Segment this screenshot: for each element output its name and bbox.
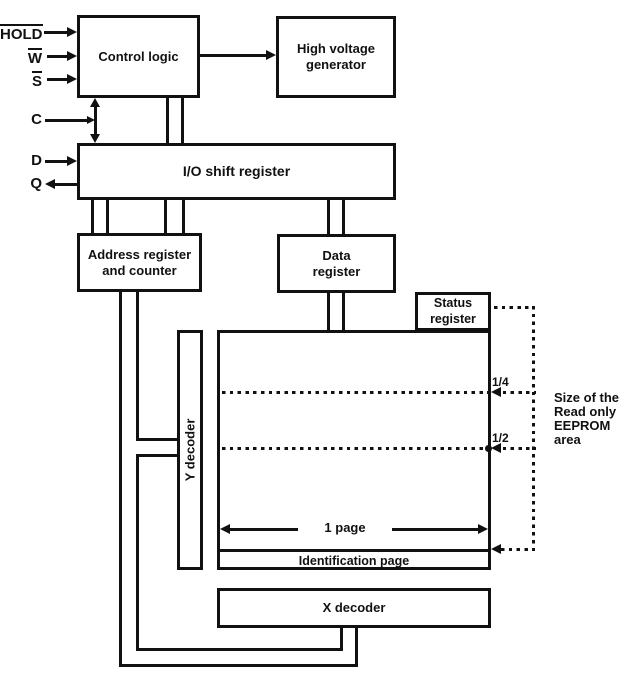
identification-page-label: Identification page	[298, 554, 410, 568]
status-register-label: Status register	[430, 296, 476, 326]
signal-c-wire	[45, 119, 89, 122]
io-shift-register-box: I/O shift register	[77, 143, 396, 200]
x-decoder-box: X decoder	[217, 588, 491, 628]
signal-s-label: S	[31, 71, 42, 90]
dotted-half-line	[222, 447, 536, 451]
signal-c-label: C	[31, 111, 42, 128]
one-page-label: 1 page	[324, 520, 366, 535]
signal-q-wire	[53, 183, 77, 186]
io-shift-register-label: I/O shift register	[182, 162, 291, 179]
y-decoder-label: Y decoder	[182, 418, 198, 482]
data-register-box: Data register	[277, 234, 396, 293]
c-bidirectional-wire	[94, 104, 97, 137]
c-up-arrowhead-icon	[90, 98, 100, 107]
c-down-arrowhead-icon	[90, 134, 100, 143]
bus-to-y-decoder-line	[136, 454, 177, 457]
identification-page-strip: Identification page	[220, 549, 488, 570]
bus-data-array-line	[327, 293, 330, 330]
bus-control-io-line	[166, 98, 169, 143]
address-register-box: Address register and counter	[77, 233, 202, 292]
dotted-bottom-line	[501, 548, 534, 552]
bus-io-address-line	[182, 200, 185, 233]
quarter-arrowhead-icon	[491, 387, 501, 397]
wire-control-to-hv	[200, 54, 268, 57]
data-register-label: Data register	[312, 247, 361, 279]
quarter-mark-label: 1/4	[492, 375, 509, 389]
bus-to-x-decoder-outer-stub	[355, 628, 358, 667]
address-register-label: Address register and counter	[87, 246, 192, 278]
one-page-wire	[228, 528, 298, 531]
signal-q-arrowhead-icon	[45, 179, 55, 189]
signal-hold-label: HOLD	[0, 24, 43, 43]
high-voltage-generator-box: High voltage generator	[276, 16, 396, 98]
signal-d-arrowhead-icon	[67, 156, 77, 166]
bus-to-x-decoder-inner-line	[136, 648, 343, 651]
one-page-right-arrowhead-icon	[478, 524, 488, 534]
signal-s-wire	[47, 78, 69, 81]
size-note-line: area	[554, 432, 581, 447]
bus-address-down-inner-line	[136, 454, 139, 651]
bus-data-array-line	[342, 293, 345, 330]
bus-to-x-decoder-outer-line	[119, 664, 358, 667]
high-voltage-generator-label: High voltage generator	[296, 41, 375, 72]
control-logic-label: Control logic	[98, 48, 179, 64]
dotted-vertical-line	[532, 306, 536, 552]
bus-io-data-line	[327, 200, 330, 234]
y-decoder-box: Y decoder	[177, 330, 203, 570]
control-logic-box: Control logic	[77, 15, 200, 98]
one-page-wire	[392, 528, 479, 531]
one-page-left-arrowhead-icon	[220, 524, 230, 534]
size-note-line: Read only	[554, 404, 617, 419]
half-arrowhead-icon	[491, 443, 501, 453]
signal-hold-arrowhead-icon	[67, 27, 77, 37]
size-note-line: EEPROM	[554, 418, 611, 433]
size-note: Size of the Read only EEPROM area	[554, 391, 619, 447]
signal-w-label: W	[27, 48, 42, 67]
bus-io-address-line	[91, 200, 94, 233]
signal-q-label: Q	[30, 175, 42, 192]
size-note-line: Size of the	[554, 390, 620, 405]
bus-address-down-outer-line	[119, 292, 122, 667]
bus-io-address-line	[164, 200, 167, 233]
bus-to-x-decoder-inner-stub	[340, 628, 343, 651]
signal-d-label: D	[31, 152, 42, 169]
dotted-quarter-line	[222, 391, 536, 395]
bus-io-address-line	[106, 200, 109, 233]
signal-w-wire	[47, 55, 69, 58]
dotted-top-line	[494, 306, 534, 310]
control-to-hv-arrowhead-icon	[266, 50, 276, 60]
half-junction-dot-icon	[485, 445, 492, 452]
signal-s-arrowhead-icon	[67, 74, 77, 84]
bus-control-io-line	[181, 98, 184, 143]
bus-io-data-line	[342, 200, 345, 234]
signal-c-arrowhead-icon	[87, 116, 95, 124]
x-decoder-label: X decoder	[322, 600, 386, 616]
dotted-bottom-arrowhead-icon	[491, 544, 501, 554]
signal-d-wire	[45, 160, 69, 163]
signal-hold-wire	[44, 31, 69, 34]
bus-address-down-inner-line	[136, 292, 139, 441]
signal-w-arrowhead-icon	[67, 51, 77, 61]
bus-to-y-decoder-line	[136, 438, 177, 441]
half-mark-label: 1/2	[492, 431, 509, 445]
status-register-box: Status register	[415, 292, 491, 331]
